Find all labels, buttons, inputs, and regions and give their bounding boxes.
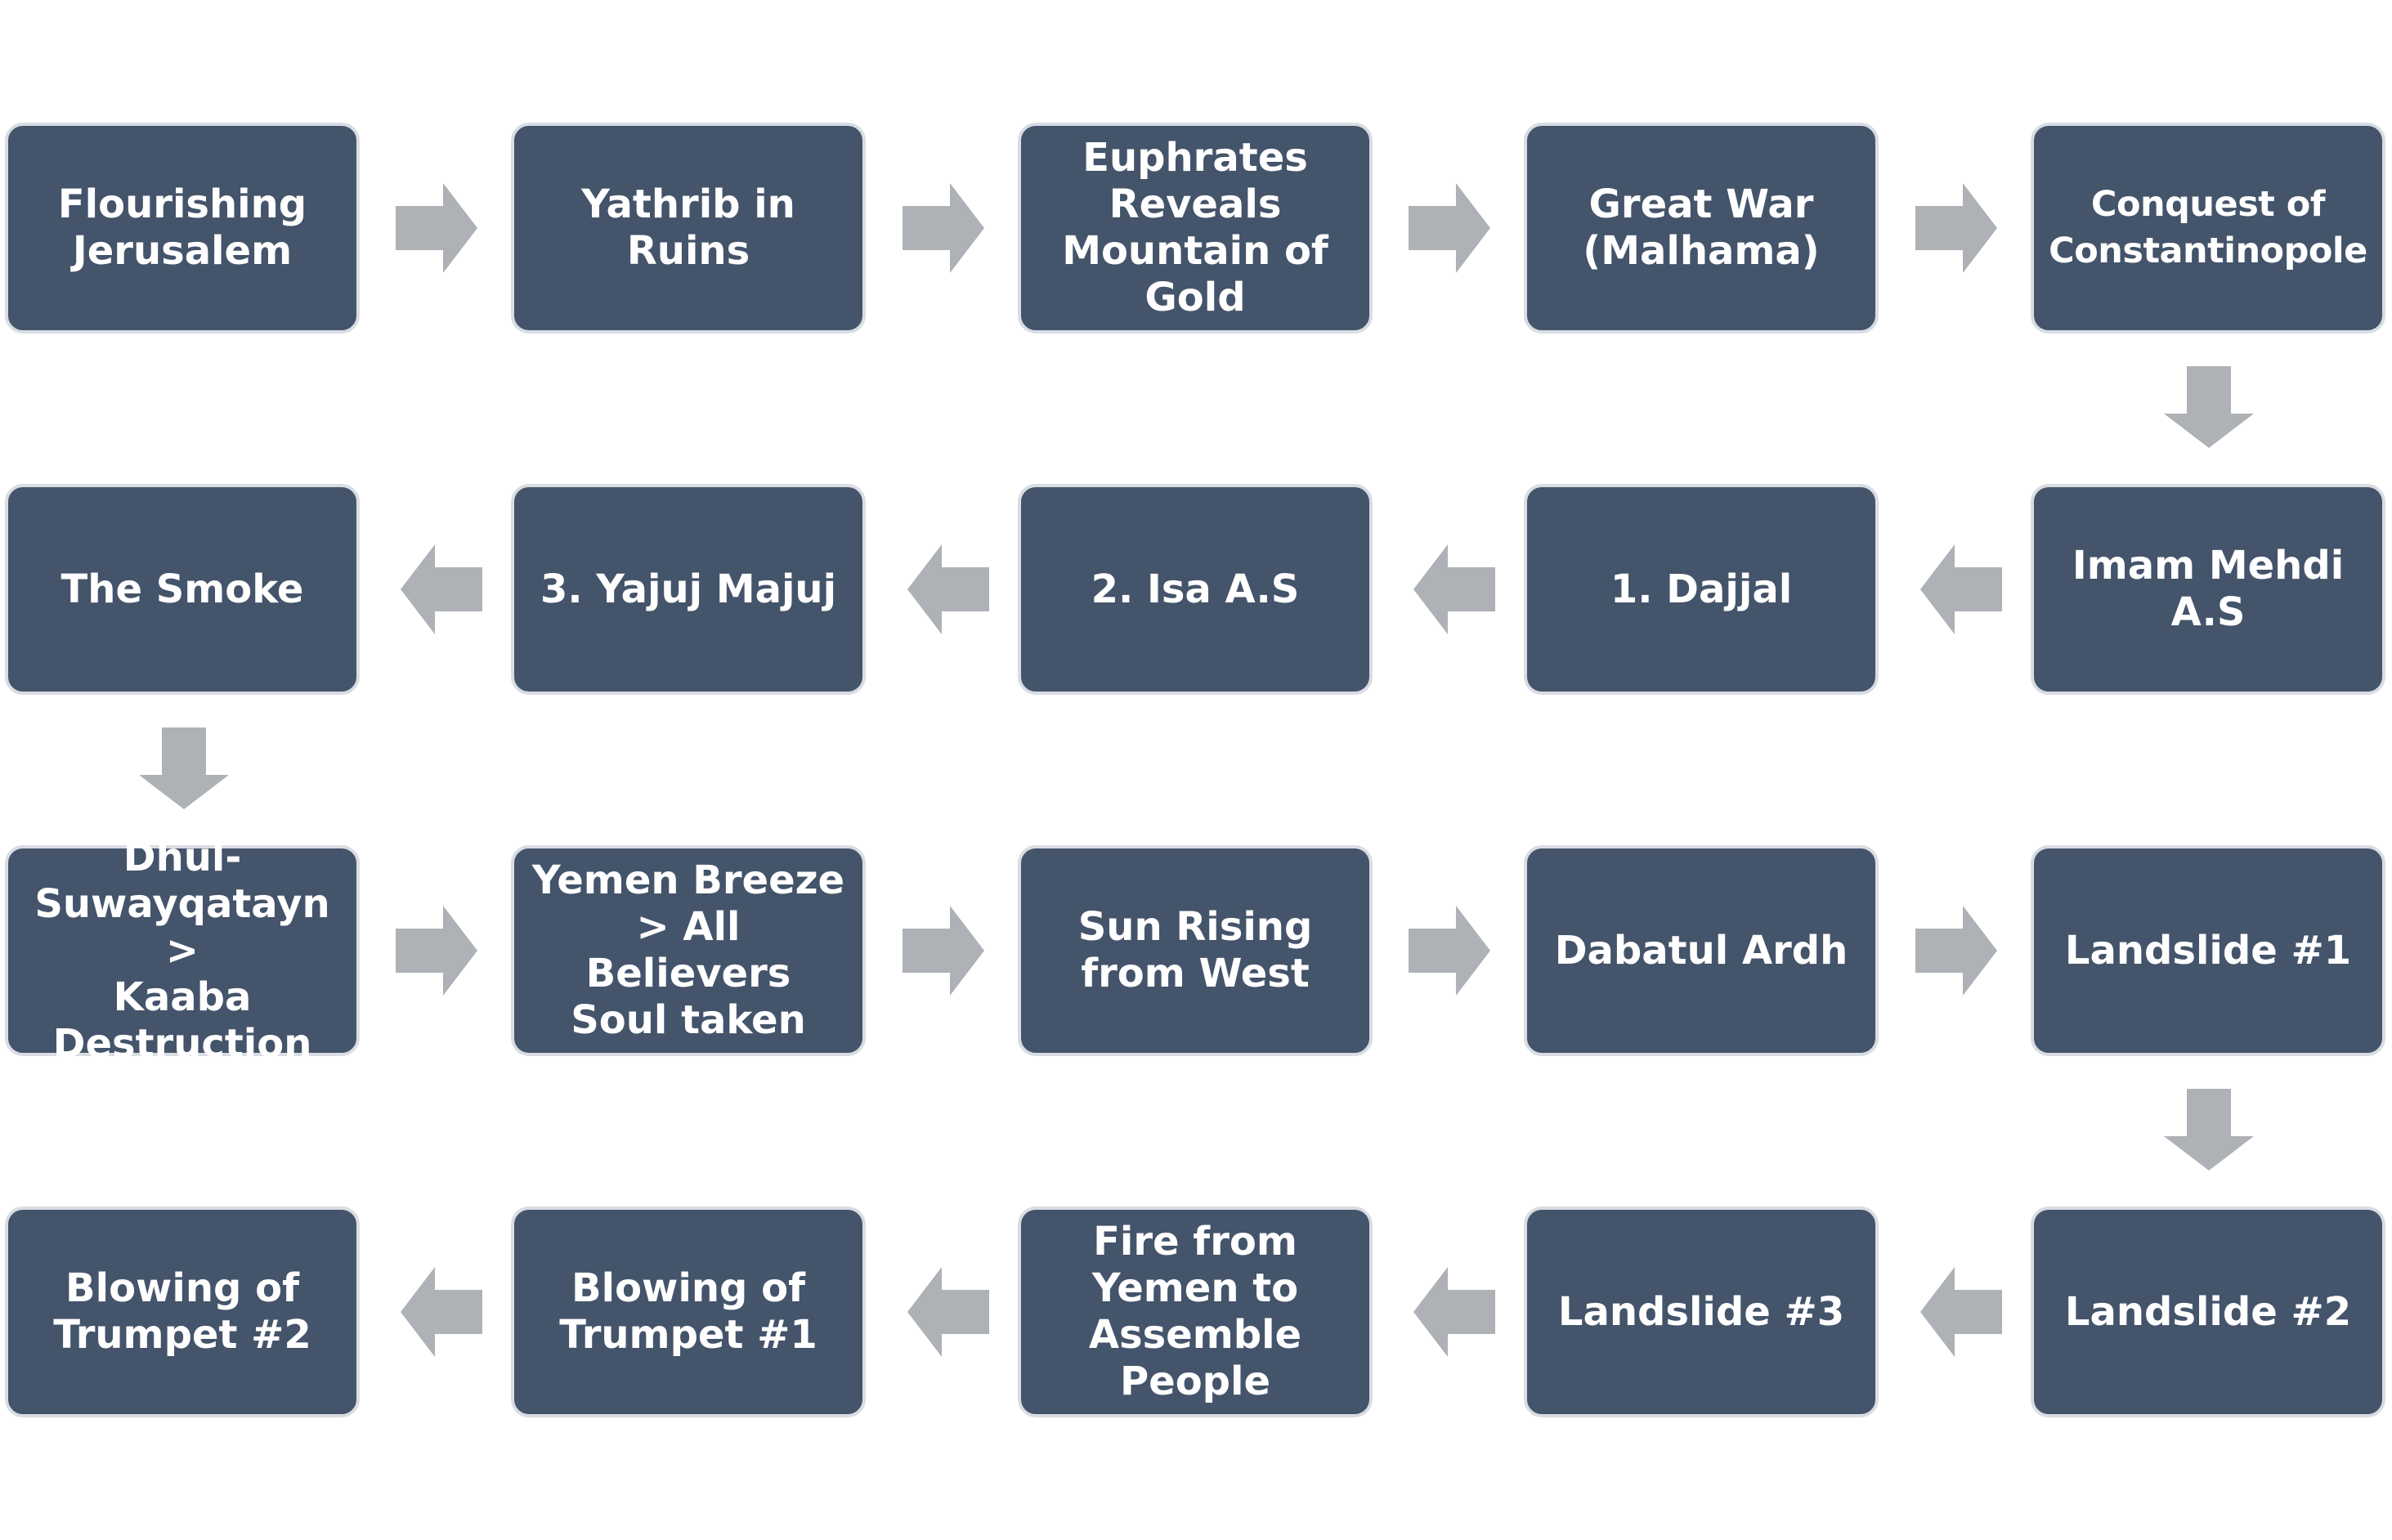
step-blowing-of-trumpet-1: Blowing of Trumpet #1 [511,1206,866,1417]
step-dabatul-ardh: Dabatul Ardh [1524,845,1879,1056]
arrow-left-icon [1413,1267,1495,1357]
step-landslide-1: Landslide #1 [2031,845,2385,1056]
step-label: Flourishing Jerusalem [57,181,307,274]
step-yathrib-in-ruins: Yathrib in Ruins [511,123,866,334]
step-label: Blowing of Trumpet #1 [559,1265,817,1358]
step-label: Yemen Breeze > All Believers Soul taken [531,857,845,1043]
step-flourishing-jerusalem: Flourishing Jerusalem [5,123,360,334]
step-label: 3. Yajuj Majuj [540,566,837,612]
step-label: Landslide #2 [2064,1288,2352,1335]
step-sun-rising-from-west: Sun Rising from West [1018,845,1373,1056]
step-label: Imam Mehdi A.S [2072,543,2345,635]
step-dhul-suwayqatayn: Dhul- Suwayqatayn > Kaaba Destruction [5,835,360,1067]
step-dajjal: 1. Dajjal [1524,484,1879,695]
step-great-war: Great War (Malhama) [1524,123,1879,334]
arrow-right-icon [396,183,477,273]
step-yemen-breeze: Yemen Breeze > All Believers Soul taken [511,845,866,1056]
arrow-right-icon [1409,183,1490,273]
step-label: Landslide #1 [2064,927,2352,974]
step-blowing-of-trumpet-2: Blowing of Trumpet #2 [5,1206,360,1417]
arrow-left-icon [401,1267,482,1357]
arrow-down-icon [2164,1089,2254,1171]
arrow-left-icon [907,1267,989,1357]
step-label: 1. Dajjal [1610,566,1793,612]
step-imam-mehdi: Imam Mehdi A.S [2031,484,2385,695]
step-euphrates-reveals-gold: Euphrates Reveals Mountain of Gold [1018,123,1373,334]
arrow-down-icon [2164,366,2254,448]
step-isa-as: 2. Isa A.S [1018,484,1373,695]
step-label: Fire from Yemen to Assemble People [1088,1219,1302,1404]
arrow-right-icon [903,183,984,273]
step-label: Yathrib in Ruins [581,181,795,274]
step-label: 2. Isa A.S [1091,566,1300,612]
step-label: Landslide #3 [1557,1288,1845,1335]
step-label: The Smoke [60,566,304,612]
step-landslide-3: Landslide #3 [1524,1206,1879,1417]
arrow-left-icon [1920,1267,2002,1357]
step-yajuj-majuj: 3. Yajuj Majuj [511,484,866,695]
step-label: Dhul- Suwayqatayn > Kaaba Destruction [34,834,330,1067]
step-label: Conquest of Constantinopole [2049,184,2367,271]
step-label: Dabatul Ardh [1554,927,1848,974]
arrow-left-icon [1920,544,2002,634]
arrow-left-icon [907,544,989,634]
step-fire-from-yemen: Fire from Yemen to Assemble People [1018,1206,1373,1417]
step-label: Great War (Malhama) [1583,181,1820,274]
arrow-down-icon [139,727,229,809]
arrow-right-icon [396,906,477,996]
arrow-right-icon [1409,906,1490,996]
arrow-right-icon [1915,906,1997,996]
arrow-left-icon [401,544,482,634]
step-label: Sun Rising from West [1077,904,1313,996]
step-landslide-2: Landslide #2 [2031,1206,2385,1417]
arrow-left-icon [1413,544,1495,634]
arrow-right-icon [1915,183,1997,273]
step-the-smoke: The Smoke [5,484,360,695]
step-conquest-of-constantinopole: Conquest of Constantinopole [2031,123,2385,334]
step-label: Blowing of Trumpet #2 [53,1265,311,1358]
arrow-right-icon [903,906,984,996]
step-label: Euphrates Reveals Mountain of Gold [1062,135,1328,320]
